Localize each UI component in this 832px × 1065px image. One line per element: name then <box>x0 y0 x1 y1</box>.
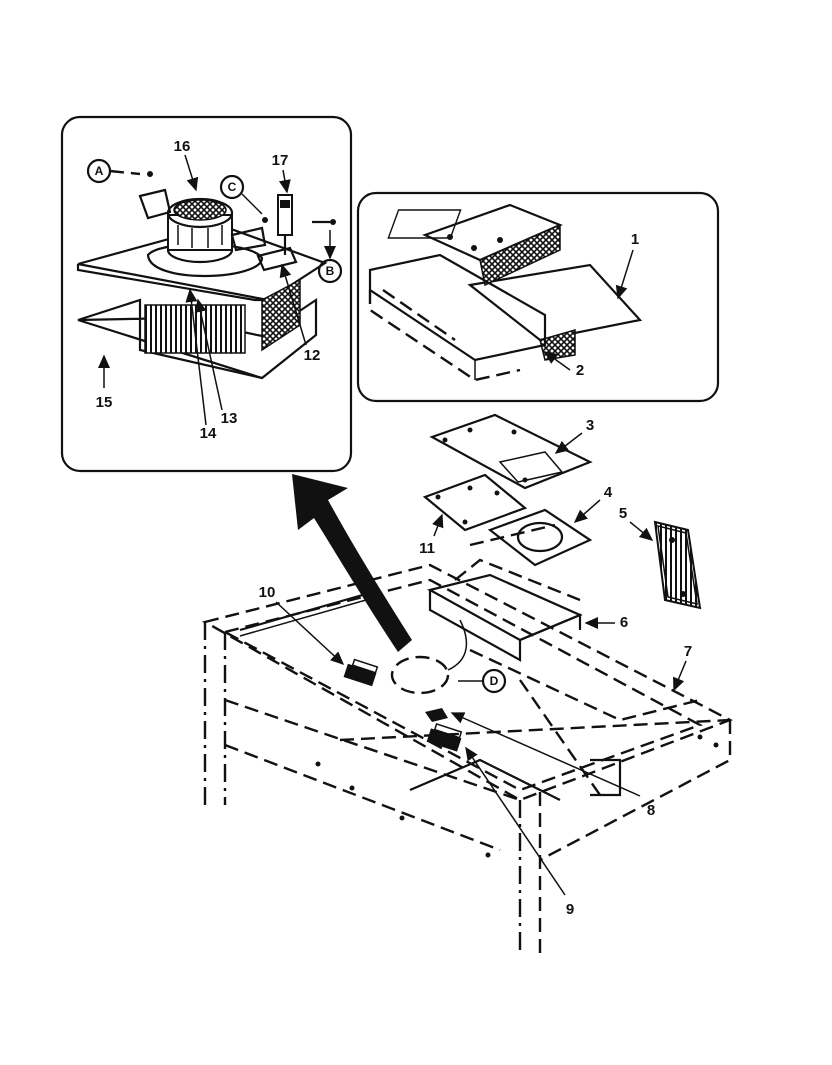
motor-bracket-left <box>138 188 172 220</box>
svg-text:D: D <box>490 674 499 688</box>
ref-c: C <box>219 174 263 215</box>
callout-2: 2 <box>576 362 584 379</box>
svg-text:B: B <box>326 264 335 278</box>
callout-13: 13 <box>221 410 238 427</box>
svg-text:C: C <box>228 180 237 194</box>
callout-11: 11 <box>419 540 435 557</box>
ring-plate <box>469 508 593 567</box>
callout-14: 14 <box>200 425 217 442</box>
cabinet-assembly <box>201 563 733 955</box>
wire-harness <box>390 619 468 695</box>
terminal-block-lower <box>426 722 463 752</box>
wire-clip <box>425 708 448 722</box>
blower-inset-panel: A B C 16 17 12 13 14 15 <box>60 115 353 473</box>
mounting-bracket <box>427 558 583 662</box>
gasket-plate <box>422 473 528 532</box>
limit-switch <box>256 194 298 272</box>
callout-3: 3 <box>586 417 594 434</box>
svg-text:A: A <box>95 164 104 178</box>
duct-inset-panel: 1 2 <box>356 191 720 403</box>
callout-8: 8 <box>647 802 655 819</box>
callout-7: 7 <box>684 643 692 660</box>
callout-4: 4 <box>604 484 613 501</box>
detail-arrow <box>292 474 412 652</box>
callout-15: 15 <box>96 394 113 411</box>
callout-9: 9 <box>566 901 574 918</box>
callout-17: 17 <box>272 152 289 169</box>
motor-bracket-right <box>230 226 267 252</box>
terminal-block-upper <box>343 658 379 687</box>
callout-1: 1 <box>631 231 639 248</box>
callout-10: 10 <box>259 584 276 601</box>
top-plate <box>429 413 593 490</box>
callout-12: 12 <box>304 347 321 364</box>
callout-16: 16 <box>174 138 191 155</box>
ref-d: D <box>458 668 507 694</box>
callout-6: 6 <box>620 614 628 631</box>
ref-a: A <box>86 158 141 184</box>
side-plate <box>653 520 702 610</box>
ref-b: B <box>317 230 343 284</box>
callout-5: 5 <box>619 505 627 522</box>
